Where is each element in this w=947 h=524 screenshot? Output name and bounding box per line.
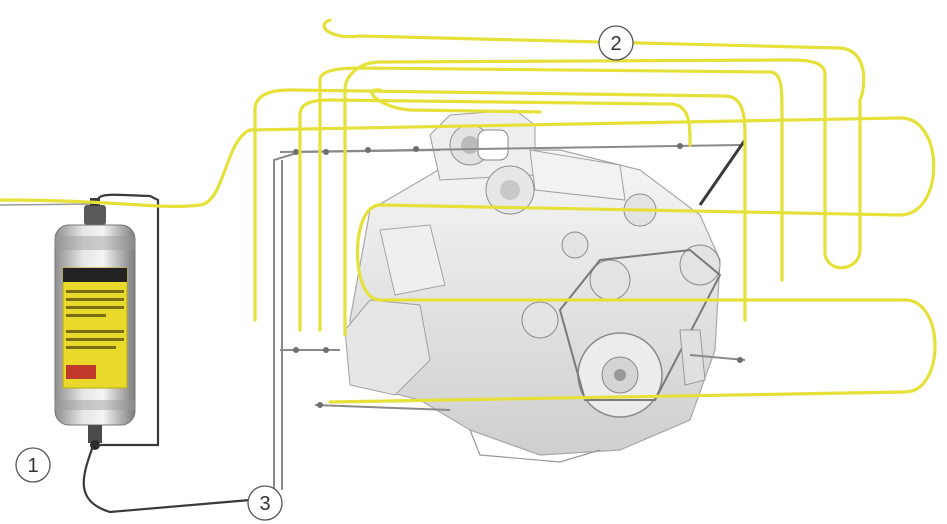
svg-text:2: 2 [610, 33, 621, 55]
engine [345, 110, 720, 462]
callout-3: 3 [248, 486, 282, 520]
svg-text:1: 1 [27, 455, 38, 477]
svg-text:3: 3 [259, 493, 270, 515]
callout-1: 1 [16, 448, 50, 482]
callout-2: 2 [599, 26, 633, 60]
